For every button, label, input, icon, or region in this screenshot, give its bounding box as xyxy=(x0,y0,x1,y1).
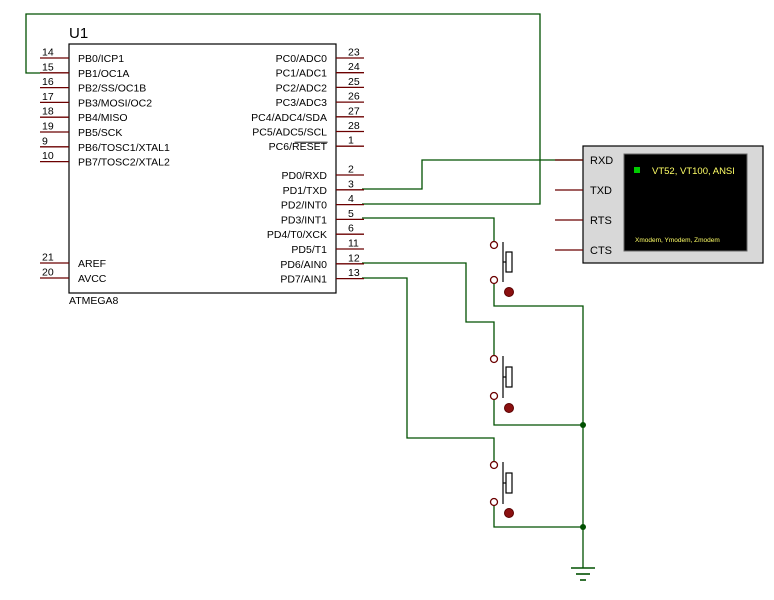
pin-number: 18 xyxy=(42,106,54,118)
pin-name: PC1/ADC1 xyxy=(276,68,328,80)
terminal-pin-rts: RTS xyxy=(590,215,612,227)
push-button-1[interactable] xyxy=(489,240,514,297)
pin-name: PD1/TXD xyxy=(283,185,328,197)
pin-name: PD5/T1 xyxy=(291,244,327,256)
wire-pb1-to-pd2 xyxy=(25,13,541,205)
terminal-screen-title: VT52, VT100, ANSI xyxy=(652,166,735,177)
pin-name: PD4/T0/XCK xyxy=(267,229,327,241)
pin-name: PC4/ADC4/SDA xyxy=(251,112,327,124)
pin-name: PC5/ADC5/SCL xyxy=(252,127,327,139)
pin-name: AREF xyxy=(78,258,106,270)
terminal-pin-rxd: RXD xyxy=(590,155,613,167)
pin-name: PB2/SS/OC1B xyxy=(78,83,146,95)
pin-number: 13 xyxy=(348,267,360,279)
mcu-body xyxy=(68,43,337,294)
pin-number: 2 xyxy=(348,164,354,176)
pin-number: 28 xyxy=(348,120,360,132)
pin-name: PB6/TOSC1/XTAL1 xyxy=(78,142,170,154)
pin-name: PB1/OC1A xyxy=(78,68,129,80)
pin-number: 17 xyxy=(42,91,54,103)
pin-name: AVCC xyxy=(78,273,107,285)
push-button-2[interactable] xyxy=(489,354,514,413)
wire-txd-to-rxd xyxy=(362,159,583,190)
pin-name: PC3/ADC3 xyxy=(276,97,328,109)
pin-number: 24 xyxy=(348,61,360,73)
pin-number: 26 xyxy=(348,91,360,103)
push-button-3[interactable] xyxy=(489,460,514,518)
pin-name: PD3/INT1 xyxy=(281,214,327,226)
junction-dot xyxy=(580,524,586,530)
terminal-pin-cts: CTS xyxy=(590,245,612,257)
pin-number: 11 xyxy=(348,238,359,250)
pin-number: 9 xyxy=(42,135,48,147)
pin-number: 20 xyxy=(42,267,54,279)
pin-name: PB4/MISO xyxy=(78,112,128,124)
pin-name: PB5/SCK xyxy=(78,127,122,139)
terminal-pins: RXD TXD RTS CTS xyxy=(555,155,613,257)
pin-number: 25 xyxy=(348,76,360,88)
mcu-ref: U1 xyxy=(69,25,88,42)
terminal-pin-txd: TXD xyxy=(590,185,612,197)
pin-name: PD2/INT0 xyxy=(281,200,327,212)
virtual-terminal: VT52, VT100, ANSI Xmodem, Ymodem, Zmodem… xyxy=(555,145,764,264)
pin-name: PC2/ADC2 xyxy=(276,82,328,94)
ground-icon xyxy=(571,567,595,581)
pin-number: 6 xyxy=(348,223,354,235)
pin-number: 5 xyxy=(348,208,354,220)
pin-number: 14 xyxy=(42,47,54,59)
pin-name: PD6/AIN0 xyxy=(280,259,327,271)
pin-number: 3 xyxy=(348,178,354,190)
terminal-screen-footer: Xmodem, Ymodem, Zmodem xyxy=(635,237,720,244)
mcu-part: ATMEGA8 xyxy=(69,295,119,307)
pin-number: 1 xyxy=(348,135,354,147)
pin-name: PB0/ICP1 xyxy=(78,53,124,65)
pin-number: 16 xyxy=(42,76,54,88)
terminal-screen xyxy=(623,153,748,252)
wire-pd7-button3 xyxy=(362,277,495,462)
wire-button1-gnd xyxy=(493,283,584,568)
pin-name: PC0/ADC0 xyxy=(276,53,328,65)
wire-button2-gnd xyxy=(493,399,583,426)
pin-name: PC6/RESET xyxy=(269,141,328,153)
pin-number: 23 xyxy=(348,47,360,59)
pin-name: PD0/RXD xyxy=(281,170,327,182)
pin-number: 27 xyxy=(348,105,360,117)
wire-button3-gnd xyxy=(493,505,583,528)
pin-number: 4 xyxy=(348,193,354,205)
wire-pd3-button1 xyxy=(362,217,495,242)
pin-name: PB7/TOSC2/XTAL2 xyxy=(78,157,170,169)
pin-number: 19 xyxy=(42,121,54,133)
mcu-right-pins: 23PC0/ADC024PC1/ADC125PC2/ADC226PC3/ADC3… xyxy=(251,47,364,286)
terminal-indicator-icon xyxy=(634,167,640,173)
junction-dot xyxy=(580,422,586,428)
pin-name: PD7/AIN1 xyxy=(280,274,327,286)
wire-pd6-button2 xyxy=(362,262,495,356)
pin-number: 15 xyxy=(42,61,54,73)
pin-name: PB3/MOSI/OC2 xyxy=(78,97,152,109)
pin-number: 21 xyxy=(42,252,54,264)
pin-number: 12 xyxy=(348,252,360,264)
pin-number: 10 xyxy=(42,150,54,162)
